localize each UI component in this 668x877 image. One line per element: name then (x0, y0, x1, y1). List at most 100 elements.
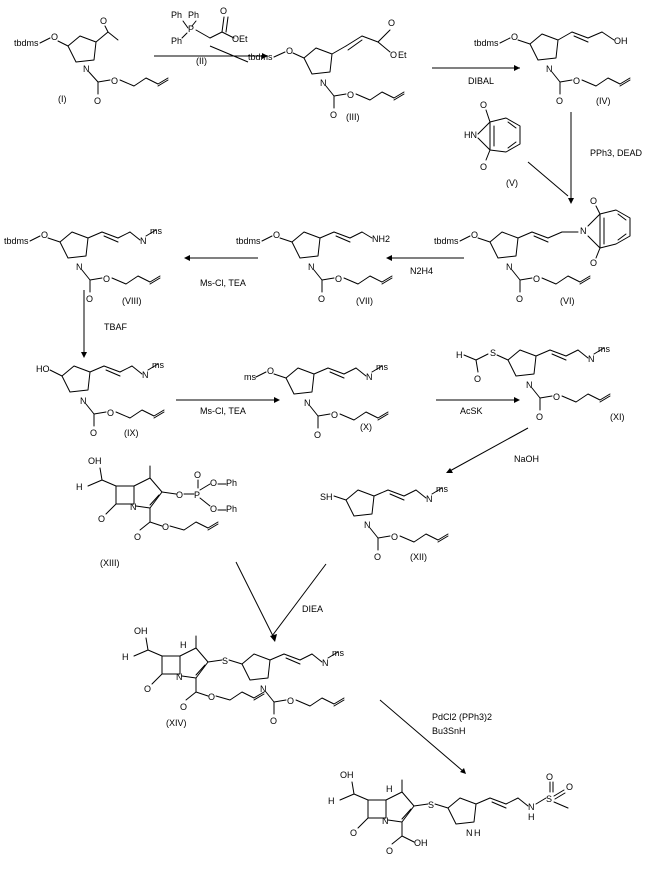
reagent-mitsunobu: PPh3, DEAD (590, 148, 643, 158)
svg-text:H: H (180, 640, 187, 650)
svg-text:O: O (162, 522, 169, 532)
svg-text:H: H (328, 796, 335, 806)
svg-text:N: N (528, 802, 535, 812)
svg-text:O: O (267, 366, 274, 376)
svg-text:O: O (86, 294, 93, 304)
svg-text:N: N (83, 64, 90, 74)
svg-text:ms: ms (152, 360, 164, 370)
svg-text:NH2: NH2 (372, 234, 390, 244)
svg-text:H: H (474, 828, 481, 838)
svg-text:Ph: Ph (188, 10, 199, 20)
svg-text:O: O (273, 230, 280, 240)
svg-text:H: H (456, 350, 463, 360)
compound-XII: SH N ms N O O (XII) (320, 484, 449, 562)
svg-text:O: O (194, 470, 201, 480)
label-VIII: (VIII) (122, 296, 142, 306)
label-XIV: (XIV) (166, 718, 187, 728)
svg-text:OEt: OEt (232, 34, 248, 44)
svg-text:N: N (130, 502, 137, 512)
svg-text:O: O (144, 684, 151, 694)
compound-IX: HO N ms N O O (IX) (36, 360, 165, 438)
svg-text:N: N (176, 672, 183, 682)
reagent-acsk: AcSK (460, 406, 483, 416)
svg-text:SH: SH (320, 492, 333, 502)
svg-text:O: O (107, 408, 114, 418)
reagent-diea: DIEA (302, 604, 323, 614)
svg-text:HO: HO (36, 364, 50, 374)
label-VII: (VII) (356, 296, 373, 306)
svg-text:O: O (41, 230, 48, 240)
svg-text:O: O (516, 294, 523, 304)
svg-text:O: O (590, 196, 597, 206)
svg-text:tbdms: tbdms (474, 38, 499, 48)
label-XIII: (XIII) (100, 558, 120, 568)
compound-X: ms O N ms N O O (X) (244, 362, 389, 440)
svg-text:N: N (580, 226, 587, 236)
svg-text:tbdms: tbdms (434, 236, 459, 246)
svg-text:H: H (76, 482, 83, 492)
svg-text:O: O (51, 32, 58, 42)
svg-text:O: O (347, 90, 354, 100)
label-III: (III) (346, 112, 360, 122)
svg-text:H: H (386, 784, 393, 794)
svg-text:O: O (391, 532, 398, 542)
svg-text:tbdms: tbdms (236, 236, 261, 246)
svg-text:O: O (270, 716, 277, 726)
svg-text:N: N (366, 372, 373, 382)
svg-text:S: S (546, 794, 552, 804)
reagent-naoh: NaOH (514, 454, 539, 464)
svg-text:O: O (98, 514, 105, 524)
svg-text:O: O (546, 772, 553, 782)
reagent-tbaf: TBAF (104, 322, 128, 332)
svg-text:N: N (382, 816, 389, 826)
svg-text:Ph: Ph (171, 36, 182, 46)
svg-text:O: O (556, 96, 563, 106)
svg-text:O: O (100, 16, 107, 26)
reagent-mscl-tea-1: Ms-Cl, TEA (200, 278, 246, 288)
label-XII: (XII) (410, 552, 427, 562)
svg-text:O: O (210, 478, 217, 488)
svg-text:O: O (480, 162, 487, 172)
svg-text:O: O (111, 76, 118, 86)
svg-text:O: O (335, 274, 342, 284)
svg-text:O: O (390, 50, 397, 60)
svg-text:O: O (210, 504, 217, 514)
svg-text:N: N (142, 370, 149, 380)
svg-text:ms: ms (332, 648, 344, 658)
label-XI: (XI) (610, 412, 625, 422)
svg-text:O: O (471, 230, 478, 240)
svg-text:N: N (260, 684, 267, 694)
svg-text:N: N (588, 354, 595, 364)
svg-text:N: N (80, 396, 87, 406)
svg-text:O: O (474, 374, 481, 384)
compound-XIV: OH H H O N S N ms N O O (122, 626, 345, 728)
svg-text:O: O (318, 294, 325, 304)
svg-text:N: N (320, 78, 327, 88)
svg-text:Ph: Ph (226, 478, 237, 488)
svg-text:HN: HN (464, 130, 477, 140)
compound-XI: H O S N ms N O O (XI) (456, 344, 625, 422)
label-IV: (IV) (596, 96, 611, 106)
compound-VIII: tbdms O N ms N O O (VIII) (4, 226, 162, 306)
svg-text:OH: OH (134, 626, 148, 636)
svg-text:P: P (194, 490, 200, 500)
svg-text:N: N (466, 828, 473, 838)
svg-text:OH: OH (614, 36, 628, 46)
svg-text:H: H (528, 812, 535, 822)
svg-text:ms: ms (436, 484, 448, 494)
reagent-pd: PdCl2 (PPh3)2 (432, 712, 492, 722)
svg-text:O: O (350, 828, 357, 838)
svg-text:tbdms: tbdms (248, 52, 273, 62)
svg-text:P: P (188, 24, 194, 34)
svg-text:O: O (566, 782, 573, 792)
svg-text:N: N (546, 64, 553, 74)
svg-text:O: O (374, 552, 381, 562)
svg-text:O: O (511, 32, 518, 42)
svg-text:H: H (122, 652, 129, 662)
label-V: (V) (506, 178, 518, 188)
compound-IV: tbdms O OH N O O (IV) (474, 31, 631, 106)
reagent-bu3snh: Bu3SnH (432, 726, 466, 736)
svg-text:OH: OH (340, 770, 354, 780)
svg-text:O: O (536, 412, 543, 422)
